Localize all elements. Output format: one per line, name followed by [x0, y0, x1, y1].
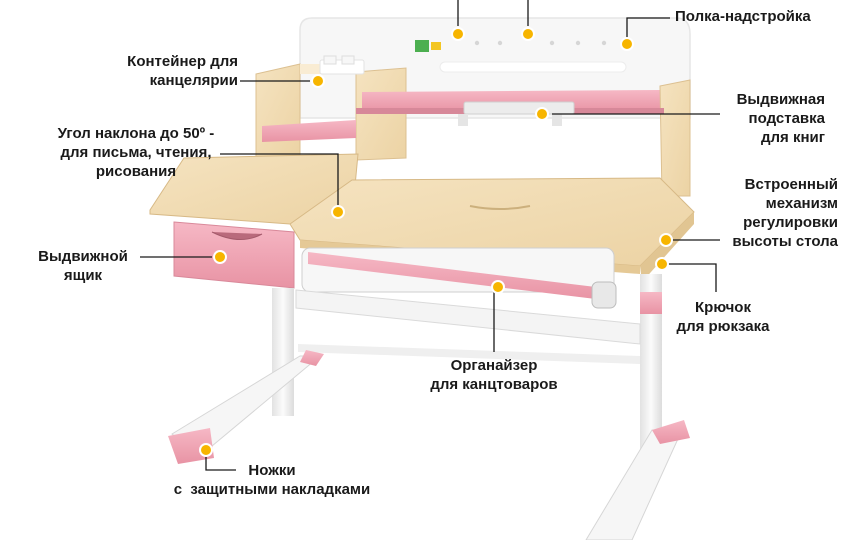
label-line: Полка-надстройка — [675, 8, 811, 25]
control-buttons — [474, 40, 607, 46]
label-line: Выдвижной — [38, 248, 128, 265]
label-line: Органайзер — [450, 357, 538, 374]
label-backpack-hook: Крючок для рюкзака — [660, 298, 786, 336]
label-tilt-angle: Угол наклона до 50º - для письма, чтения… — [36, 124, 236, 181]
label-line: с защитными накладками — [173, 481, 371, 498]
marker-height — [659, 233, 673, 247]
leader-lines — [140, 0, 720, 471]
label-line: для канцтоваров — [430, 376, 558, 393]
marker-organizer — [491, 280, 505, 294]
label-organizer: Органайзер для канцтоваров — [414, 356, 574, 394]
marker-container — [311, 74, 325, 88]
label-line: канцелярии — [149, 72, 238, 89]
marker-shelf-top — [620, 37, 634, 51]
label-line: для книг — [760, 129, 825, 146]
label-line: ящик — [63, 267, 103, 284]
label-feet: Ножки с защитными накладками — [150, 461, 394, 499]
label-line: для рюкзака — [676, 318, 770, 335]
label-line: рисования — [95, 163, 177, 180]
label-line: подставка — [748, 110, 825, 127]
marker-tilt — [331, 205, 345, 219]
label-line: Крючок — [695, 299, 751, 316]
label-line: Встроенный — [744, 176, 838, 193]
marker-top-2 — [521, 27, 535, 41]
label-line: для письма, чтения, — [60, 144, 212, 161]
label-line: высоты стола — [732, 233, 838, 250]
left-shelf-unit — [255, 55, 407, 161]
label-line: регулировки — [743, 214, 838, 231]
marker-book-stand — [535, 107, 549, 121]
label-line: механизм — [765, 195, 838, 212]
label-book-stand: Выдвижная подставка для книг — [700, 90, 825, 147]
label-drawer: Выдвижной ящик — [20, 247, 146, 285]
drawer — [173, 221, 295, 289]
marker-feet — [199, 443, 213, 457]
marker-drawer — [213, 250, 227, 264]
label-line: Угол наклона до 50º - — [57, 125, 215, 142]
label-line: Выдвижная — [736, 91, 825, 108]
marker-hook — [655, 257, 669, 271]
label-shelf-top: Полка-надстройка — [675, 7, 811, 26]
label-height-mechanism: Встроенный механизм регулировки высоты с… — [700, 175, 838, 251]
panel-badge — [415, 40, 429, 52]
desk-frame — [168, 274, 690, 540]
label-line: Ножки — [248, 462, 296, 479]
organizer-tray — [301, 247, 617, 309]
top-shelf — [356, 79, 691, 197]
marker-top-1 — [451, 27, 465, 41]
feature-markers — [199, 27, 673, 457]
label-line: Контейнер для — [127, 53, 238, 70]
label-stationery-container: Контейнер для канцелярии — [92, 52, 238, 90]
